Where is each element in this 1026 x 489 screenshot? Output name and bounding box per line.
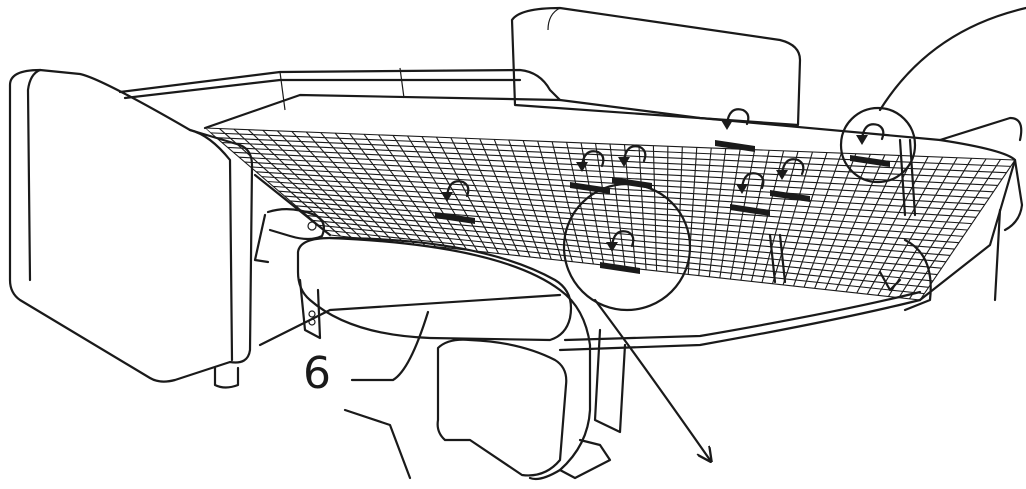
bed-back-rail: [118, 67, 562, 111]
grid-line: [301, 210, 942, 269]
left-armrest: [8, 68, 254, 389]
grid-line: [222, 142, 1003, 180]
part-number-6: 6: [303, 348, 331, 399]
rotate-arrow-icon: [600, 230, 640, 274]
grid-line: [284, 195, 955, 250]
grid-line: [227, 146, 998, 187]
rotate-arrow-icon: [612, 145, 652, 189]
grid-line: [267, 180, 968, 231]
grid-line: [318, 224, 929, 288]
grid-line: [273, 185, 964, 237]
grid-line: [290, 200, 951, 257]
sofa-back-rest: [510, 6, 802, 127]
grid-line: [295, 205, 946, 263]
grid-line: [307, 214, 938, 276]
rotate-arrow-icon: [730, 172, 770, 216]
folded-cushion: [296, 236, 592, 481]
grid-line: [210, 132, 1011, 167]
rotate-arrow-icon: [850, 123, 890, 167]
bed-frame-outline: [203, 93, 1024, 352]
bed-lower-frame: [253, 173, 627, 480]
rotate-arrow-icon: [715, 108, 755, 152]
clip-markers: [435, 108, 890, 274]
rotate-arrow-icon: [770, 158, 810, 202]
grid-line: [312, 219, 934, 282]
grid-line: [205, 127, 1015, 161]
rotate-arrow-icon: [435, 180, 475, 224]
grid-line: [261, 176, 972, 225]
grid-line: [233, 151, 994, 193]
rotate-arrow-icon: [570, 150, 610, 194]
grid-line: [216, 137, 1007, 174]
bed-grid-deck: [205, 127, 1015, 301]
grid-line: [278, 190, 959, 244]
leader-lines: [343, 6, 1026, 480]
hinge-bracket: [266, 208, 325, 241]
grid-line: [324, 229, 925, 295]
grid-line: [256, 171, 977, 218]
grid-line: [250, 166, 981, 212]
